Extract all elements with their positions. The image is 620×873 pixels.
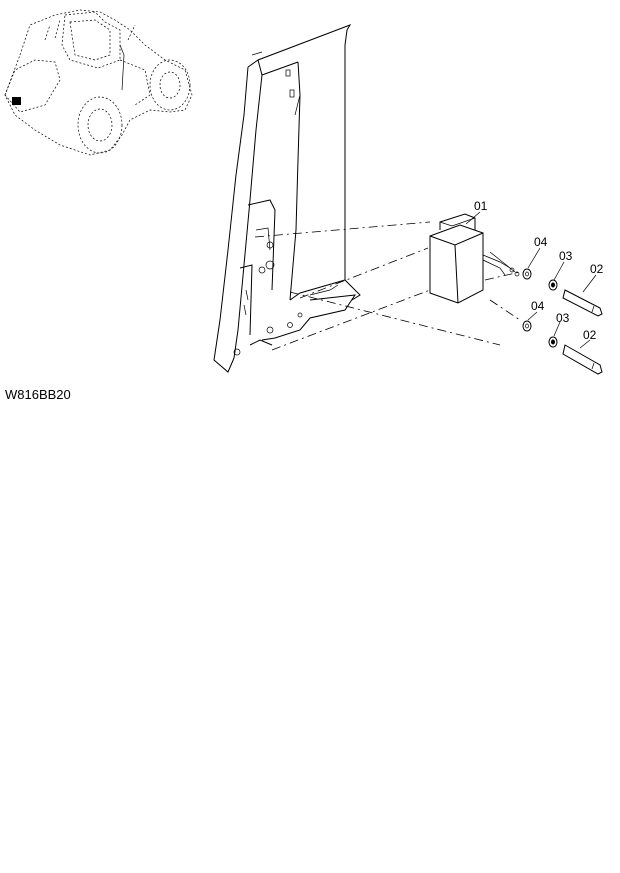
part-02-bolt-lower bbox=[562, 344, 603, 375]
label-part-04-upper: 04 bbox=[534, 235, 548, 249]
panel-frame bbox=[213, 24, 361, 373]
label-part-01: 01 bbox=[474, 199, 488, 213]
label-part-02-lower: 02 bbox=[583, 328, 597, 342]
mounting-centerlines bbox=[254, 221, 521, 351]
part-03-nut-upper bbox=[548, 279, 558, 291]
wheel-loader-location-icon bbox=[4, 9, 193, 156]
part-02-bolt-upper bbox=[562, 289, 603, 317]
part-03-nut-lower bbox=[548, 336, 558, 348]
label-part-03-lower: 03 bbox=[556, 311, 570, 325]
part-04-washer-lower bbox=[522, 320, 532, 332]
drawing-code: W816BB20 bbox=[5, 387, 71, 402]
leader-lines bbox=[465, 211, 597, 349]
label-part-02-upper: 02 bbox=[590, 262, 604, 276]
part-01-module bbox=[429, 213, 520, 304]
part-04-washer-upper bbox=[522, 268, 532, 280]
label-part-04-lower: 04 bbox=[531, 299, 545, 313]
label-part-03-upper: 03 bbox=[559, 249, 573, 263]
